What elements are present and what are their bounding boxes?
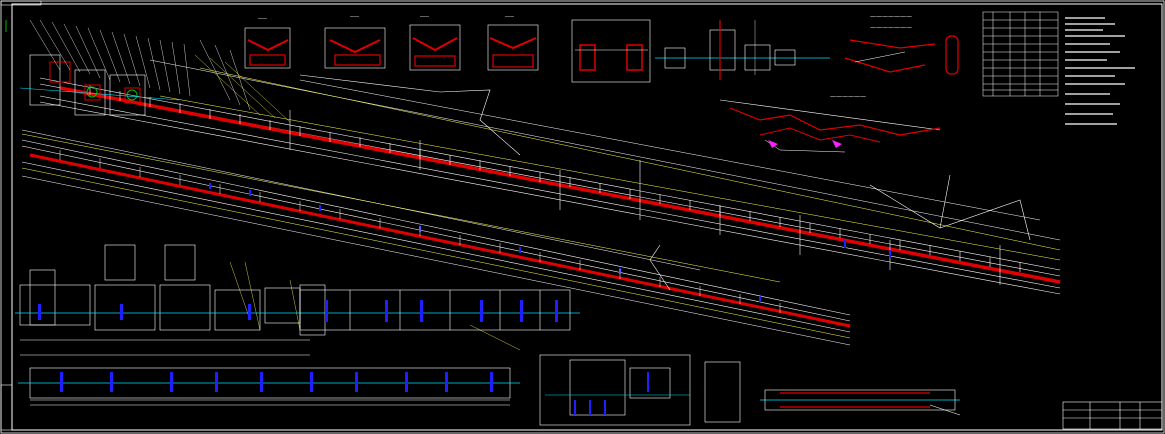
svg-text:———: ——— bbox=[420, 14, 430, 20]
yellow-leaders bbox=[194, 54, 521, 351]
shaft-bottom-right bbox=[760, 389, 961, 416]
svg-text:———: ——— bbox=[258, 16, 268, 22]
svg-text:———: ——— bbox=[350, 14, 360, 20]
shaft-detail-top bbox=[655, 20, 830, 80]
lower-conveyor-section bbox=[21, 129, 851, 346]
leader-lines bbox=[29, 19, 251, 111]
cross-section-4: ——— bbox=[487, 14, 539, 71]
section-views-bottom-left bbox=[19, 244, 310, 356]
left-side-strip bbox=[0, 384, 13, 431]
upper-idlers bbox=[89, 85, 1021, 272]
svg-text:———————: ——————— bbox=[870, 24, 912, 31]
svg-text:———————: ——————— bbox=[870, 13, 912, 20]
parts-table-top-right bbox=[982, 11, 1059, 97]
notes-block-right bbox=[1065, 17, 1135, 125]
support-lines bbox=[299, 74, 1031, 291]
inner-border bbox=[11, 3, 1163, 431]
svg-text:———: ——— bbox=[505, 14, 515, 20]
tensioner-detail: —————— bbox=[719, 93, 941, 153]
drive-station-top-left bbox=[19, 54, 181, 116]
cross-section-3: ——— bbox=[409, 14, 461, 71]
cross-section-1: ——— bbox=[244, 16, 291, 69]
cross-section-5 bbox=[571, 19, 651, 83]
title-block bbox=[1062, 401, 1163, 430]
chain-detail-top-right: ——————— ——————— bbox=[844, 13, 959, 75]
lower-idlers bbox=[59, 150, 781, 313]
blue-keyways bbox=[38, 300, 558, 322]
corner-mark bbox=[0, 0, 42, 6]
gearbox-bottom-centre bbox=[539, 354, 741, 426]
svg-text:——————: —————— bbox=[830, 93, 866, 100]
cross-section-2: ——— bbox=[324, 14, 386, 69]
long-shaft-bottom bbox=[18, 367, 520, 406]
upper-conveyor-section bbox=[39, 59, 1061, 295]
shaft-frame-middle bbox=[299, 284, 571, 336]
